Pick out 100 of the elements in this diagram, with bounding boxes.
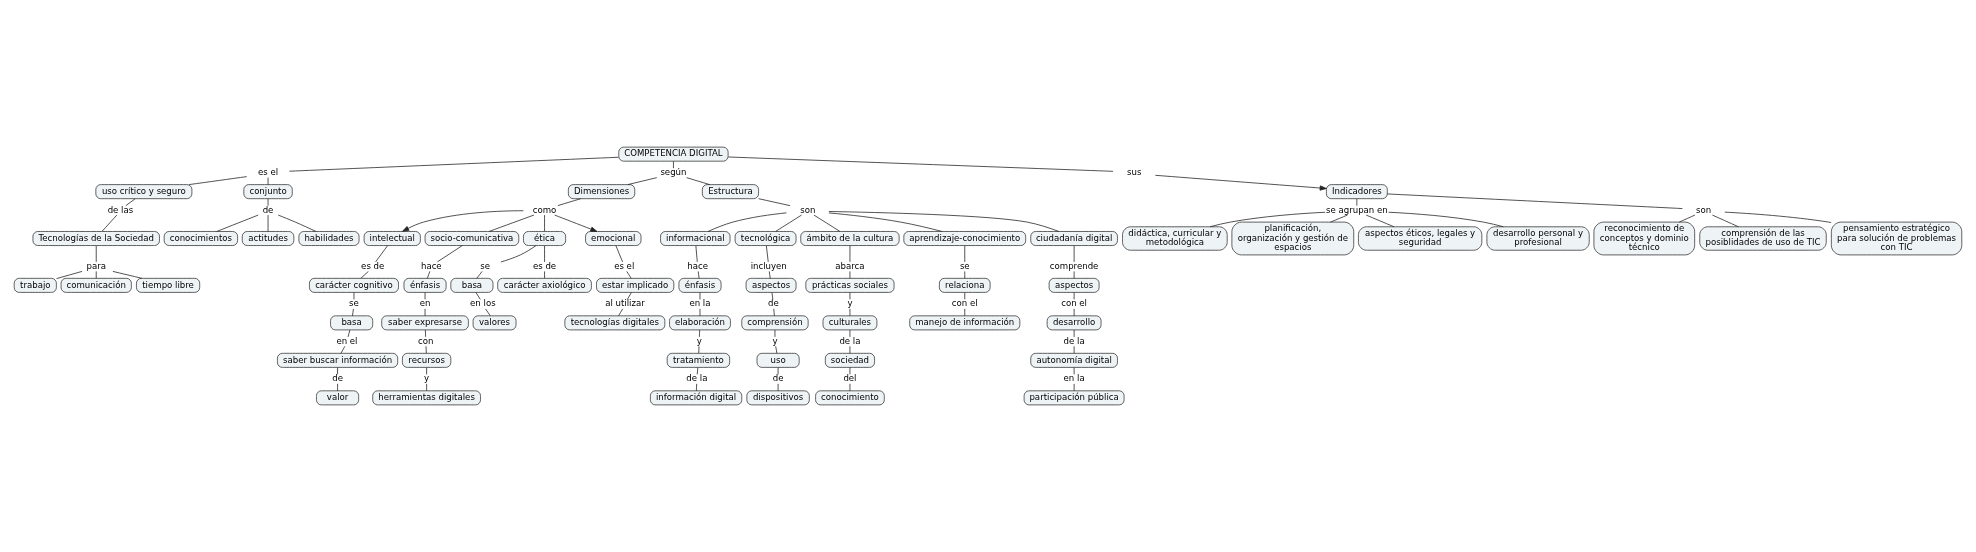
- arrow: [1155, 174, 1327, 191]
- connector: [849, 292, 851, 300]
- node-text: es el: [614, 260, 635, 271]
- node-text: y: [424, 373, 430, 384]
- node-box: aspectos: [745, 277, 797, 293]
- connector: [267, 198, 269, 207]
- connector: [544, 245, 545, 263]
- connector: [828, 212, 943, 232]
- connector: [828, 211, 1060, 232]
- connector: [1388, 211, 1504, 228]
- connector: [849, 383, 851, 392]
- node-box: participación pública: [1023, 390, 1125, 406]
- node-text: con: [418, 335, 434, 346]
- connector: [216, 214, 259, 232]
- connector: [849, 245, 851, 263]
- connector: [267, 177, 269, 185]
- node-text: se agrupan en: [1326, 204, 1388, 215]
- connector: [277, 214, 317, 232]
- node-text: es de: [361, 260, 385, 271]
- node-box: valor: [316, 390, 360, 406]
- node-box: actitudes: [241, 231, 295, 246]
- node-box: emocional: [585, 231, 642, 246]
- node-text: en: [419, 298, 431, 309]
- node-text: de la: [686, 373, 708, 384]
- node-text: se: [480, 260, 491, 271]
- node-text: como: [532, 204, 557, 215]
- connector: [695, 383, 698, 392]
- connector: [1073, 383, 1075, 392]
- node-text: de: [772, 373, 784, 384]
- node-box: valores: [472, 315, 517, 331]
- node-text: son: [1696, 204, 1712, 215]
- connector: [337, 383, 338, 392]
- connector: [425, 346, 427, 354]
- node-text: es el: [257, 167, 279, 178]
- connector: [267, 214, 269, 232]
- connector: [485, 308, 491, 317]
- node-box: herramientas digitales: [372, 390, 481, 406]
- connector: [964, 308, 966, 317]
- node-box: aprendizaje-conocimiento: [903, 231, 1027, 246]
- node-text: son: [800, 204, 816, 215]
- node-box: trabajo: [13, 277, 57, 293]
- node-box: culturales: [822, 315, 878, 331]
- connector: [964, 245, 966, 263]
- node-box: habilidades: [298, 231, 360, 246]
- node-text: en la: [1063, 373, 1085, 384]
- connector: [813, 214, 841, 232]
- connector: [1724, 211, 1832, 223]
- node-box: desarrollo personal y profesional: [1486, 226, 1590, 251]
- node-box: basa: [450, 277, 494, 293]
- node-text: sus: [1127, 167, 1142, 178]
- connector: [424, 308, 426, 317]
- connector: [112, 271, 143, 279]
- node-text: con el: [951, 298, 978, 309]
- connector: [771, 292, 774, 300]
- node-text: del: [843, 373, 857, 384]
- node-box: ciudadanía digital: [1030, 231, 1118, 246]
- node-box: sociedad: [824, 352, 875, 368]
- connector: [768, 271, 771, 279]
- connector: [56, 271, 83, 279]
- node-box: Dimensiones: [568, 184, 636, 200]
- node-box: comprensión: [741, 315, 809, 331]
- connector: [626, 271, 632, 279]
- node-box: didáctica, curricular y metodológica: [1122, 226, 1228, 251]
- node-box: COMPETENCIA DIGITAL: [618, 146, 729, 162]
- node-box: manejo de información: [909, 315, 1021, 331]
- node-text: en los: [470, 298, 496, 309]
- node-box: ética: [523, 231, 567, 246]
- connector: [964, 292, 966, 300]
- connector: [1073, 346, 1075, 354]
- connector: [699, 329, 701, 338]
- node-box: carácter axiológico: [497, 277, 592, 293]
- connector: [849, 367, 851, 375]
- connector: [699, 308, 701, 317]
- connector: [1073, 245, 1075, 263]
- connector: [1330, 214, 1348, 223]
- connector: [95, 271, 97, 279]
- connector: [849, 346, 851, 354]
- node-text: abarca: [835, 260, 865, 271]
- connector: [697, 271, 700, 279]
- node-box: dispositivos: [746, 390, 810, 406]
- node-text: se: [959, 260, 970, 271]
- connector: [699, 292, 701, 300]
- connector: [1073, 329, 1075, 338]
- connector: [727, 156, 1114, 172]
- node-box: uso: [756, 352, 800, 368]
- connector: [1209, 211, 1326, 228]
- node-box: desarrollo: [1046, 315, 1102, 331]
- node-box: informacional: [660, 231, 731, 246]
- connector: [775, 214, 802, 232]
- node-box: reconocimiento de conceptos y dominio técnico: [1593, 221, 1696, 256]
- connector: [775, 346, 778, 354]
- connector: [627, 177, 658, 185]
- node-box: Indicadores: [1326, 184, 1388, 200]
- node-box: Tecnologías de la Sociedad: [32, 231, 160, 246]
- connector: [488, 214, 535, 232]
- node-box: aspectos: [1048, 277, 1100, 293]
- connector: [618, 308, 624, 317]
- connector: [125, 198, 136, 207]
- node-box: pensamiento estratégico para solución de problemas con TIC: [1830, 221, 1963, 256]
- connector: [1365, 214, 1395, 228]
